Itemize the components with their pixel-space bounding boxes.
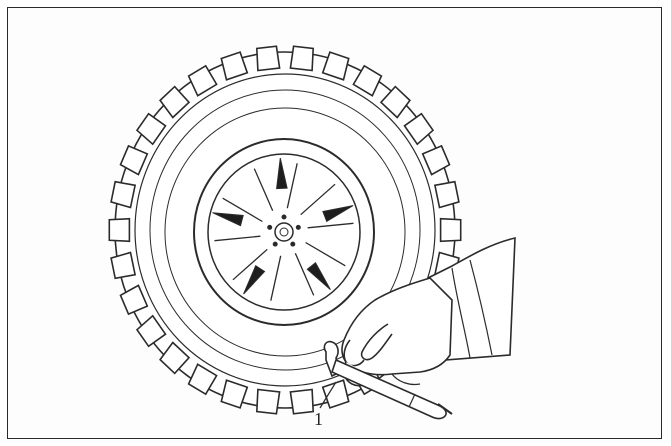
tread-block [379,85,411,119]
tread-block [220,379,249,409]
tread-block [289,388,315,415]
rim-window [270,255,282,301]
rim-window [222,197,263,223]
tire-sidewall-ring-3 [164,107,406,357]
tread-block [135,314,167,348]
tread-block [439,217,462,243]
hand-icon [341,236,516,387]
rim-window [300,183,336,216]
rim-window [214,235,261,242]
tread-block [110,251,137,280]
tire-pressure-gauge-icon [323,340,453,420]
tread-block [352,64,383,97]
sleeve-fold-1 [469,259,493,356]
tread-block [255,45,281,72]
tread-block [135,112,167,146]
tread-block [321,51,350,81]
lug-nut [295,224,301,230]
rim-window [253,168,274,212]
tread-block [433,180,460,209]
gauge-band [408,393,416,408]
callout-leader-line [319,381,337,409]
rim-spokes [212,157,354,301]
spoke-shadow [306,261,331,290]
rim-inner [207,153,361,311]
tire-sidewall-ring-1 [134,73,436,387]
lug-nut [281,214,287,220]
sleeve-fold-2 [451,267,471,359]
lug-nut [267,224,273,230]
tread-block [289,45,315,72]
rim-window [307,222,354,229]
rim-window [294,252,315,296]
tread-block [187,363,218,396]
tread-block [159,85,191,119]
spoke-shadow [243,264,266,295]
tread-block [321,379,350,409]
rim-window [305,241,346,267]
thumb [360,323,393,361]
tire-sidewall-ring-2 [149,89,421,371]
tread-block [255,388,281,415]
tread-block [403,112,435,146]
callout-label-1: 1 [314,409,323,429]
spoke-shadow [276,157,288,190]
tread-block [119,284,149,316]
rim-window [286,163,298,209]
hub [274,222,294,242]
rim-window [232,248,268,281]
rim-outer [193,138,375,326]
hub-center [279,227,289,237]
lug-nut [290,241,296,247]
tread-block [220,51,249,81]
spoke-shadow [322,205,354,223]
lug-nut [272,241,278,247]
tread-block [159,341,191,375]
gauge-rod-tip [437,403,453,415]
tread-block [110,180,137,209]
wheel-rim-icon [193,138,375,326]
knuckle-line [391,373,421,386]
lug-nuts [267,214,301,247]
spoke-shadow [212,212,244,227]
tread-block [108,217,131,243]
tread-block [187,64,218,97]
tread-block [421,144,451,176]
tread-block [119,144,149,176]
